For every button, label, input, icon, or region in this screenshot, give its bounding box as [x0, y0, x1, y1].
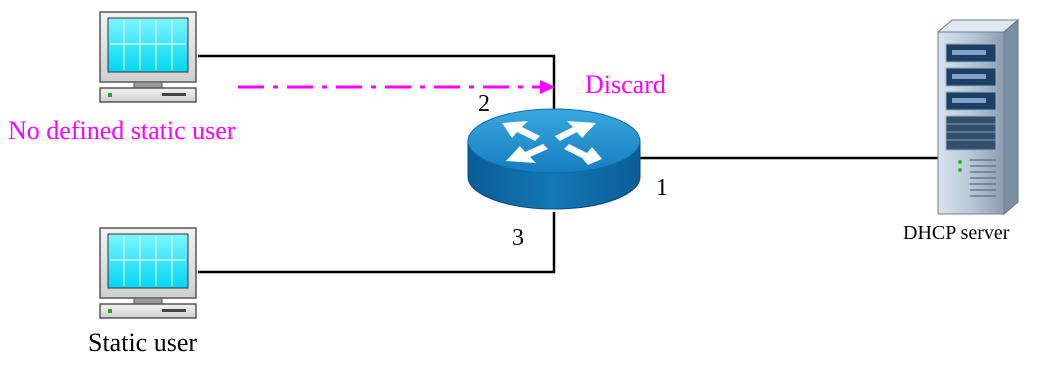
server-tower-icon — [936, 18, 1020, 216]
bottom-pc-icon — [99, 227, 197, 319]
port-3-label: 3 — [512, 225, 524, 251]
discard-arrow — [238, 80, 555, 94]
router-icon — [467, 108, 641, 210]
discard-label: Discard — [585, 70, 666, 99]
static-user-label: Static user — [88, 328, 198, 357]
top-pc-icon — [99, 11, 197, 103]
link-top-pc-to-router — [198, 54, 556, 120]
port-2-label: 2 — [478, 91, 490, 117]
link-bottom-pc-to-router — [198, 212, 556, 274]
no-defined-static-user-label: No defined static user — [8, 116, 236, 145]
port-1-label: 1 — [656, 175, 668, 201]
dhcp-server-label: DHCP server — [903, 222, 1010, 244]
